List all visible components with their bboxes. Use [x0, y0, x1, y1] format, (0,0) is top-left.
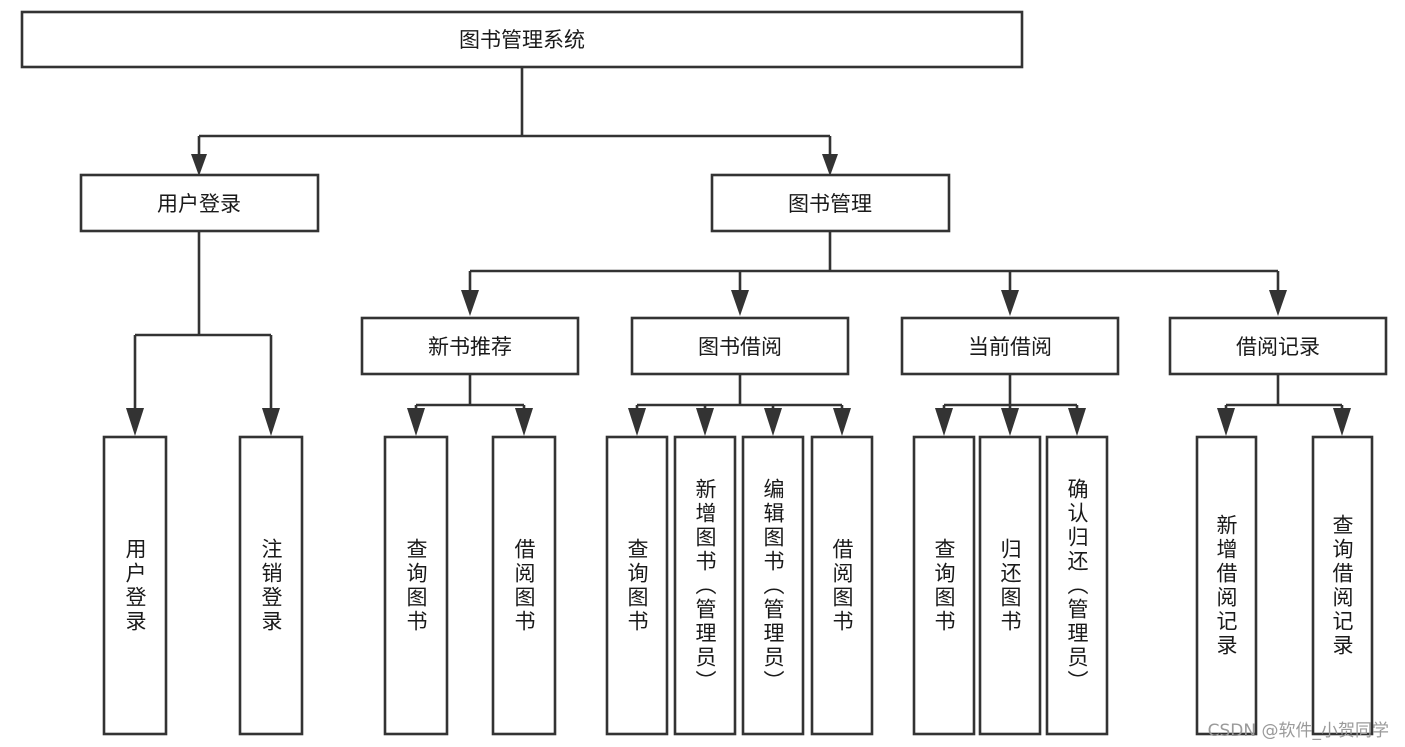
node-leaf-logout-box[interactable]	[238, 435, 304, 736]
arrow-head-borrow-record	[1269, 290, 1287, 316]
arrow-head-current-borrow	[1001, 290, 1019, 316]
node-leaf-query-book-1-label: 查询图书	[404, 538, 428, 634]
node-leaf-query-record-label: 查询借阅记录	[1330, 514, 1354, 658]
node-leaf-borrow-book-2-box[interactable]	[810, 435, 874, 736]
connector-layer	[126, 67, 1351, 436]
node-leaf-add-book-box[interactable]	[673, 435, 737, 736]
node-leaf-confirm-return[interactable]: 确认归还（管理员）	[1045, 435, 1109, 736]
arrow-head-book-manage	[822, 154, 838, 176]
node-leaf-query-book-1-box[interactable]	[383, 435, 449, 736]
node-leaf-query-book-2-label: 查询图书	[625, 538, 649, 634]
arrow-head-query-book-3	[935, 408, 953, 436]
node-leaf-add-record[interactable]: 新增借阅记录	[1195, 435, 1258, 736]
node-leaf-edit-book[interactable]: 编辑图书（管理员）	[741, 435, 805, 736]
node-leaf-logout-label: 注销登录	[259, 538, 283, 634]
node-leaf-user-login-box[interactable]	[102, 435, 168, 736]
node-leaf-confirm-return-box[interactable]	[1045, 435, 1109, 736]
node-leaf-query-book-3[interactable]: 查询图书	[912, 435, 976, 736]
arrow-head-user-login	[191, 154, 207, 176]
node-book-manage[interactable]: 图书管理	[710, 173, 951, 233]
arrow-head-query-record	[1333, 408, 1351, 436]
node-user-login[interactable]: 用户登录	[79, 173, 320, 233]
node-leaf-borrow-book-2-label: 借阅图书	[830, 538, 854, 634]
node-leaf-query-record-box[interactable]	[1311, 435, 1374, 736]
node-borrow-record-box[interactable]	[1168, 316, 1388, 376]
node-current-borrow-box[interactable]	[900, 316, 1120, 376]
node-leaf-add-record-label: 新增借阅记录	[1214, 514, 1238, 658]
arrow-head-edit-book	[764, 408, 782, 436]
node-leaf-borrow-book-1[interactable]: 借阅图书	[491, 435, 557, 736]
node-leaf-query-book-2[interactable]: 查询图书	[605, 435, 669, 736]
node-leaf-confirm-return-label: 确认归还（管理员）	[1065, 478, 1089, 694]
node-leaf-return-book[interactable]: 归还图书	[978, 435, 1042, 736]
csdn-watermark: CSDN @软件_小贺同学	[1207, 721, 1389, 741]
arrow-head-confirm-return	[1068, 408, 1086, 436]
arrow-head-query-book-2	[628, 408, 646, 436]
node-book-borrow[interactable]: 图书借阅	[630, 316, 850, 376]
node-leaf-query-book-3-box[interactable]	[912, 435, 976, 736]
arrow-head-leaf-user-login	[126, 408, 144, 436]
node-leaf-add-record-box[interactable]	[1195, 435, 1258, 736]
arrow-head-borrow-book-2	[833, 408, 851, 436]
node-leaf-edit-book-label: 编辑图书（管理员）	[761, 478, 785, 694]
node-leaf-add-book-label: 新增图书（管理员）	[693, 478, 717, 694]
node-new-book-rec[interactable]: 新书推荐	[360, 316, 580, 376]
node-new-book-rec-label: 新书推荐	[428, 335, 512, 359]
node-leaf-borrow-book-1-label: 借阅图书	[512, 538, 536, 634]
node-leaf-query-book-1[interactable]: 查询图书	[383, 435, 449, 736]
node-borrow-record-label: 借阅记录	[1236, 335, 1320, 359]
node-borrow-record[interactable]: 借阅记录	[1168, 316, 1388, 376]
node-leaf-return-book-box[interactable]	[978, 435, 1042, 736]
node-book-manage-box[interactable]	[710, 173, 951, 233]
node-current-borrow[interactable]: 当前借阅	[900, 316, 1120, 376]
node-leaf-borrow-book-2[interactable]: 借阅图书	[810, 435, 874, 736]
node-leaf-borrow-book-1-box[interactable]	[491, 435, 557, 736]
node-user-login-box[interactable]	[79, 173, 320, 233]
node-user-login-label: 用户登录	[157, 192, 241, 216]
node-leaf-query-book-2-box[interactable]	[605, 435, 669, 736]
arrow-head-borrow-book-1	[515, 408, 533, 436]
node-root[interactable]: 图书管理系统	[20, 10, 1024, 69]
node-leaf-query-record[interactable]: 查询借阅记录	[1311, 435, 1374, 736]
arrow-head-new-book-rec	[461, 290, 479, 316]
node-book-borrow-box[interactable]	[630, 316, 850, 376]
node-new-book-rec-box[interactable]	[360, 316, 580, 376]
arrow-head-return-book	[1001, 408, 1019, 436]
node-root-label: 图书管理系统	[459, 28, 585, 52]
node-leaf-logout[interactable]: 注销登录	[238, 435, 304, 736]
arrow-head-add-book	[696, 408, 714, 436]
node-root-box[interactable]	[20, 10, 1024, 69]
node-leaf-user-login-label: 用户登录	[123, 538, 147, 634]
arrow-head-query-book-1	[407, 408, 425, 436]
node-current-borrow-label: 当前借阅	[968, 335, 1052, 359]
node-leaf-return-book-label: 归还图书	[998, 538, 1022, 634]
node-book-manage-label: 图书管理	[788, 192, 872, 216]
arrow-head-leaf-logout	[262, 408, 280, 436]
node-leaf-add-book[interactable]: 新增图书（管理员）	[673, 435, 737, 736]
node-leaf-edit-book-box[interactable]	[741, 435, 805, 736]
node-book-borrow-label: 图书借阅	[698, 335, 782, 359]
node-leaf-user-login[interactable]: 用户登录	[102, 435, 168, 736]
arrow-head-book-borrow	[731, 290, 749, 316]
node-leaf-query-book-3-label: 查询图书	[932, 538, 956, 634]
arrow-head-add-record	[1217, 408, 1235, 436]
